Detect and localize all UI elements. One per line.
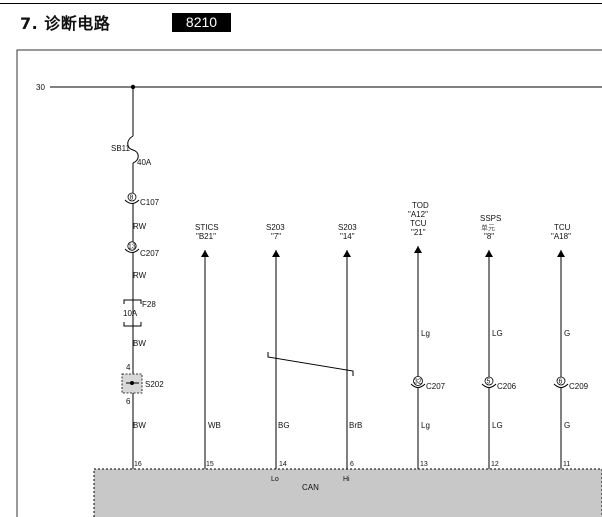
- connector-c207-tod-pin-icon: [413, 376, 423, 386]
- splice-s202-name: S202: [145, 380, 164, 389]
- dest-ssps-line3: "8": [484, 232, 494, 241]
- module-can-lo: Lo: [271, 476, 279, 483]
- wire-color-bg: BG: [278, 421, 290, 430]
- splice-s202-dot: [130, 381, 134, 385]
- fuse-sb11-rating: 40A: [137, 158, 152, 167]
- connector-c207-pin: 13: [128, 244, 136, 251]
- fuse-f28-name: F28: [142, 300, 156, 309]
- connector-c206-icon: [481, 383, 497, 388]
- connector-c107-pin: 8: [130, 195, 134, 202]
- wire-color-bw-1: BW: [133, 339, 146, 348]
- dest-stics-line2: "B21": [196, 232, 216, 241]
- twisted-pair-marker: [267, 352, 354, 376]
- bus-label-30: 30: [36, 83, 45, 92]
- section-code-badge: 8210: [172, 13, 231, 32]
- connector-c107-pin-icon: [127, 192, 137, 202]
- module-pin-6: 6: [350, 461, 354, 468]
- diagram-frame: [16, 49, 602, 517]
- dest-tod-line1: TOD: [412, 201, 429, 210]
- connector-c209-pin: 6: [559, 379, 563, 386]
- dest-tod-line2: "A12": [408, 210, 428, 219]
- dest-tcu-line1: TCU: [554, 223, 571, 232]
- dest-s203-a-line1: S203: [266, 223, 285, 232]
- fuse-sb11-icon: [127, 135, 139, 164]
- dest-tod-line4: "21": [411, 228, 426, 237]
- splice-s202-pin-out: 6: [126, 397, 131, 406]
- connector-c206-pin: 5: [487, 379, 491, 386]
- connector-c207-tod-pin: 32: [414, 379, 422, 386]
- wire-color-g-tcu-bottom: G: [564, 421, 570, 430]
- dest-s203-a-line2: "7": [271, 232, 281, 241]
- dest-s203-b-line2: "14": [340, 232, 355, 241]
- module-pin-12: 12: [491, 461, 499, 468]
- module-can-hi: Hi: [343, 476, 350, 483]
- wire-color-rw-1: RW: [133, 222, 147, 231]
- connector-c209-name: C209: [569, 382, 589, 391]
- dest-tcu-line2: "A18": [551, 232, 571, 241]
- page-top-rule: [0, 3, 602, 4]
- connector-c207-icon: [124, 248, 140, 253]
- wire-color-rw-2: RW: [133, 271, 147, 280]
- wire-color-lg-ssps-bottom: LG: [492, 421, 503, 430]
- diagnostic-module-box: [93, 468, 602, 517]
- splice-s202-pin-in: 4: [126, 363, 131, 372]
- connector-c209-pin-icon: [556, 376, 566, 386]
- connector-c207-name: C207: [140, 249, 160, 258]
- module-name-can: CAN: [302, 483, 319, 492]
- module-pin-13: 13: [420, 461, 428, 468]
- wire-color-lg-tod-top: Lg: [421, 329, 430, 338]
- connector-c206-pin-icon: [484, 376, 494, 386]
- wire-color-brb: BrB: [349, 421, 362, 430]
- wire-color-wb: WB: [208, 421, 221, 430]
- dest-s203-b-line1: S203: [338, 223, 357, 232]
- wire-color-bw-2: BW: [133, 421, 146, 430]
- dest-tod-line3: TCU: [410, 219, 427, 228]
- connector-c207-tod-icon: [410, 383, 426, 388]
- wire-color-lg-ssps-top: LG: [492, 329, 503, 338]
- connector-c206-name: C206: [497, 382, 517, 391]
- fuse-f28-rating: 10A: [123, 309, 138, 318]
- fuse-sb11-name: SB11: [111, 144, 131, 153]
- wire-color-lg-tod-bottom: Lg: [421, 421, 430, 430]
- connector-c107-icon: [124, 199, 140, 204]
- module-pin-14: 14: [279, 461, 287, 468]
- connector-c207-pin-icon: [127, 241, 137, 251]
- page-title: 7. 诊断电路: [20, 14, 111, 33]
- dest-ssps-line2: 单元: [481, 223, 495, 232]
- connector-c107-name: C107: [140, 198, 160, 207]
- wire-color-g-tcu-top: G: [564, 329, 570, 338]
- connector-c209-icon: [553, 383, 569, 388]
- module-pin-16: 16: [134, 461, 142, 468]
- dest-stics-line1: STICS: [195, 223, 219, 232]
- dest-ssps-line1: SSPS: [480, 214, 501, 223]
- connector-c207-tod-name: C207: [426, 382, 446, 391]
- module-pin-11: 11: [563, 461, 570, 468]
- module-pin-15: 15: [206, 461, 214, 468]
